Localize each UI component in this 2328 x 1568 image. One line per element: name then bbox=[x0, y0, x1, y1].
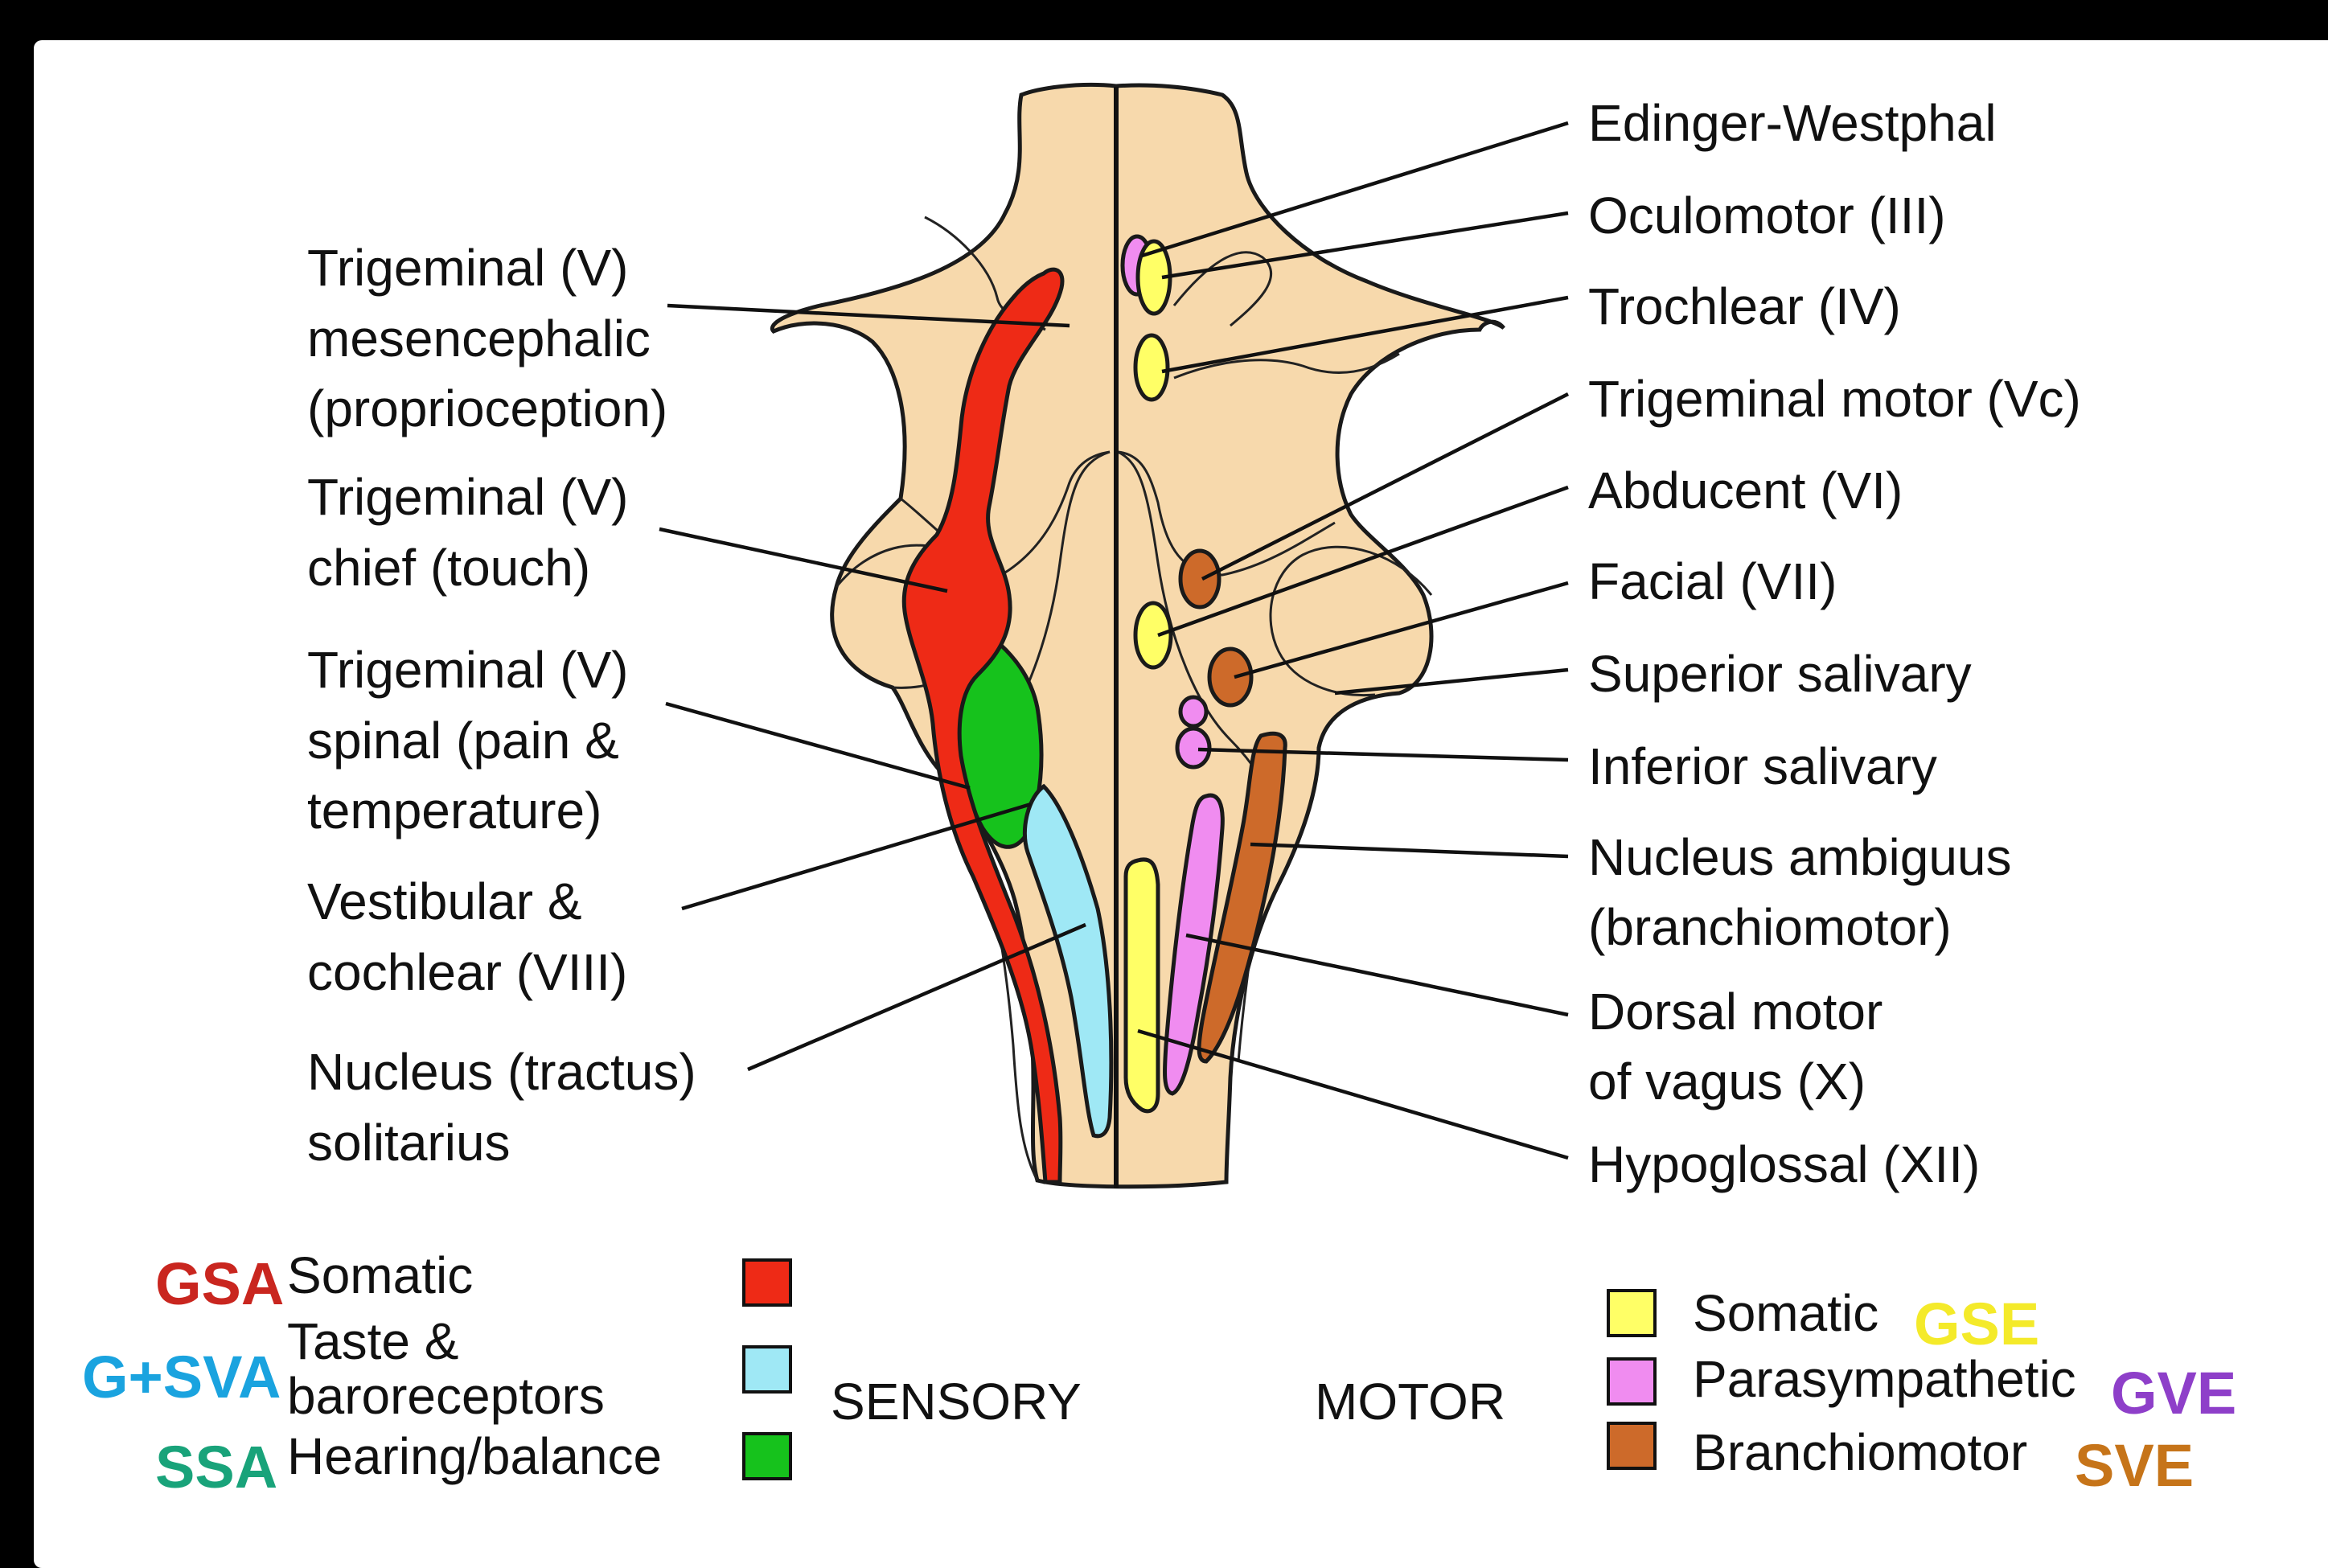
legend-sve-text: Branchiomotor bbox=[1693, 1423, 2027, 1481]
label-dorsal-vagus-line2: of vagus (X) bbox=[1588, 1053, 1866, 1110]
label-oculomotor: Oculomotor (III) bbox=[1588, 187, 1946, 244]
label-chief: Trigeminal (V) chief (touch) bbox=[307, 468, 628, 597]
label-vestibular-line1: Vestibular & bbox=[307, 872, 582, 930]
label-solitarius-line1: Nucleus (tractus) bbox=[307, 1043, 696, 1101]
legend-gve-text: Parasympathetic bbox=[1693, 1350, 2076, 1408]
legend-motor: MOTOR Somatic GSE Parasympathetic GVE Br… bbox=[1315, 1284, 2236, 1499]
label-trigeminal-motor: Trigeminal motor (Vc) bbox=[1588, 370, 2081, 428]
legend-motor-heading: MOTOR bbox=[1315, 1373, 1505, 1430]
label-edinger-westphal: Edinger-Westphal bbox=[1588, 94, 1997, 152]
label-dorsal-vagus-line1: Dorsal motor bbox=[1588, 983, 1883, 1041]
legend-swatch-gsa bbox=[744, 1260, 790, 1305]
legend-swatch-ssa bbox=[744, 1434, 790, 1479]
brainstem-diagram: Trigeminal (V) mesencephalic (propriocep… bbox=[0, 0, 2328, 1508]
label-superior-salivary: Superior salivary bbox=[1588, 645, 1972, 703]
label-mesencephalic-line3: (proprioception) bbox=[307, 380, 667, 437]
label-spinal: Trigeminal (V) spinal (pain & temperatur… bbox=[307, 641, 628, 839]
legend-ssa-abbr: SSA bbox=[155, 1434, 277, 1500]
legend-gve-abbr: GVE bbox=[2111, 1360, 2236, 1426]
label-ambiguus-line2: (branchiomotor) bbox=[1588, 898, 1952, 956]
abducent-nucleus bbox=[1135, 603, 1171, 667]
legend-gse-abbr: GSE bbox=[1914, 1291, 2039, 1357]
superior-salivary-nucleus bbox=[1180, 697, 1206, 726]
legend-swatch-gsva bbox=[744, 1347, 790, 1392]
label-spinal-line3: temperature) bbox=[307, 782, 602, 839]
label-spinal-line1: Trigeminal (V) bbox=[307, 641, 628, 699]
label-facial: Facial (VII) bbox=[1588, 552, 1837, 610]
label-trochlear: Trochlear (IV) bbox=[1588, 277, 1901, 335]
legend-gsva-text-line2: baroreceptors bbox=[287, 1367, 605, 1425]
label-vestibular-line2: cochlear (VIII) bbox=[307, 943, 627, 1001]
legend-sensory-heading: SENSORY bbox=[831, 1373, 1082, 1430]
label-ambiguus-line1: Nucleus ambiguus bbox=[1588, 828, 2012, 886]
label-chief-line2: chief (touch) bbox=[307, 539, 590, 597]
legend-swatch-gse bbox=[1608, 1291, 1655, 1336]
label-hypoglossal: Hypoglossal (XII) bbox=[1588, 1135, 1980, 1193]
hypoglossal-nucleus bbox=[1126, 860, 1158, 1111]
legend-gsva-text-line1: Taste & bbox=[287, 1312, 458, 1370]
label-mesencephalic-line2: mesencephalic bbox=[307, 310, 651, 367]
label-chief-line1: Trigeminal (V) bbox=[307, 468, 628, 526]
legend-ssa-text: Hearing/balance bbox=[287, 1427, 662, 1485]
label-mesencephalic-line1: Trigeminal (V) bbox=[307, 239, 628, 297]
legend-sve-abbr: SVE bbox=[2075, 1432, 2194, 1499]
lead-ambiguus bbox=[1250, 844, 1568, 856]
legend-gsa-abbr: GSA bbox=[155, 1250, 284, 1317]
legend-sensory: GSA Somatic G+SVA Taste & baroreceptors … bbox=[82, 1246, 1082, 1500]
right-labels: Edinger-Westphal Oculomotor (III) Trochl… bbox=[1588, 94, 2081, 1193]
legend-swatch-gve bbox=[1608, 1359, 1655, 1404]
label-vestibular: Vestibular & cochlear (VIII) bbox=[307, 872, 627, 1001]
label-solitarius-line2: solitarius bbox=[307, 1114, 511, 1172]
label-solitarius: Nucleus (tractus) solitarius bbox=[307, 1043, 696, 1172]
facial-nucleus bbox=[1209, 649, 1251, 705]
figure-stage: Trigeminal (V) mesencephalic (propriocep… bbox=[0, 0, 2328, 1508]
legend-gse-text: Somatic bbox=[1693, 1284, 1878, 1342]
legend-gsa-text: Somatic bbox=[287, 1246, 473, 1304]
trigeminal-motor-nucleus bbox=[1180, 551, 1219, 607]
label-mesencephalic: Trigeminal (V) mesencephalic (propriocep… bbox=[307, 239, 667, 437]
legend-swatch-sve bbox=[1608, 1423, 1655, 1468]
label-abducent: Abducent (VI) bbox=[1588, 462, 1903, 519]
label-spinal-line2: spinal (pain & bbox=[307, 712, 619, 770]
legend-gsva-abbr: G+SVA bbox=[82, 1344, 281, 1410]
trochlear-nucleus bbox=[1135, 335, 1168, 400]
label-inferior-salivary: Inferior salivary bbox=[1588, 737, 1937, 795]
